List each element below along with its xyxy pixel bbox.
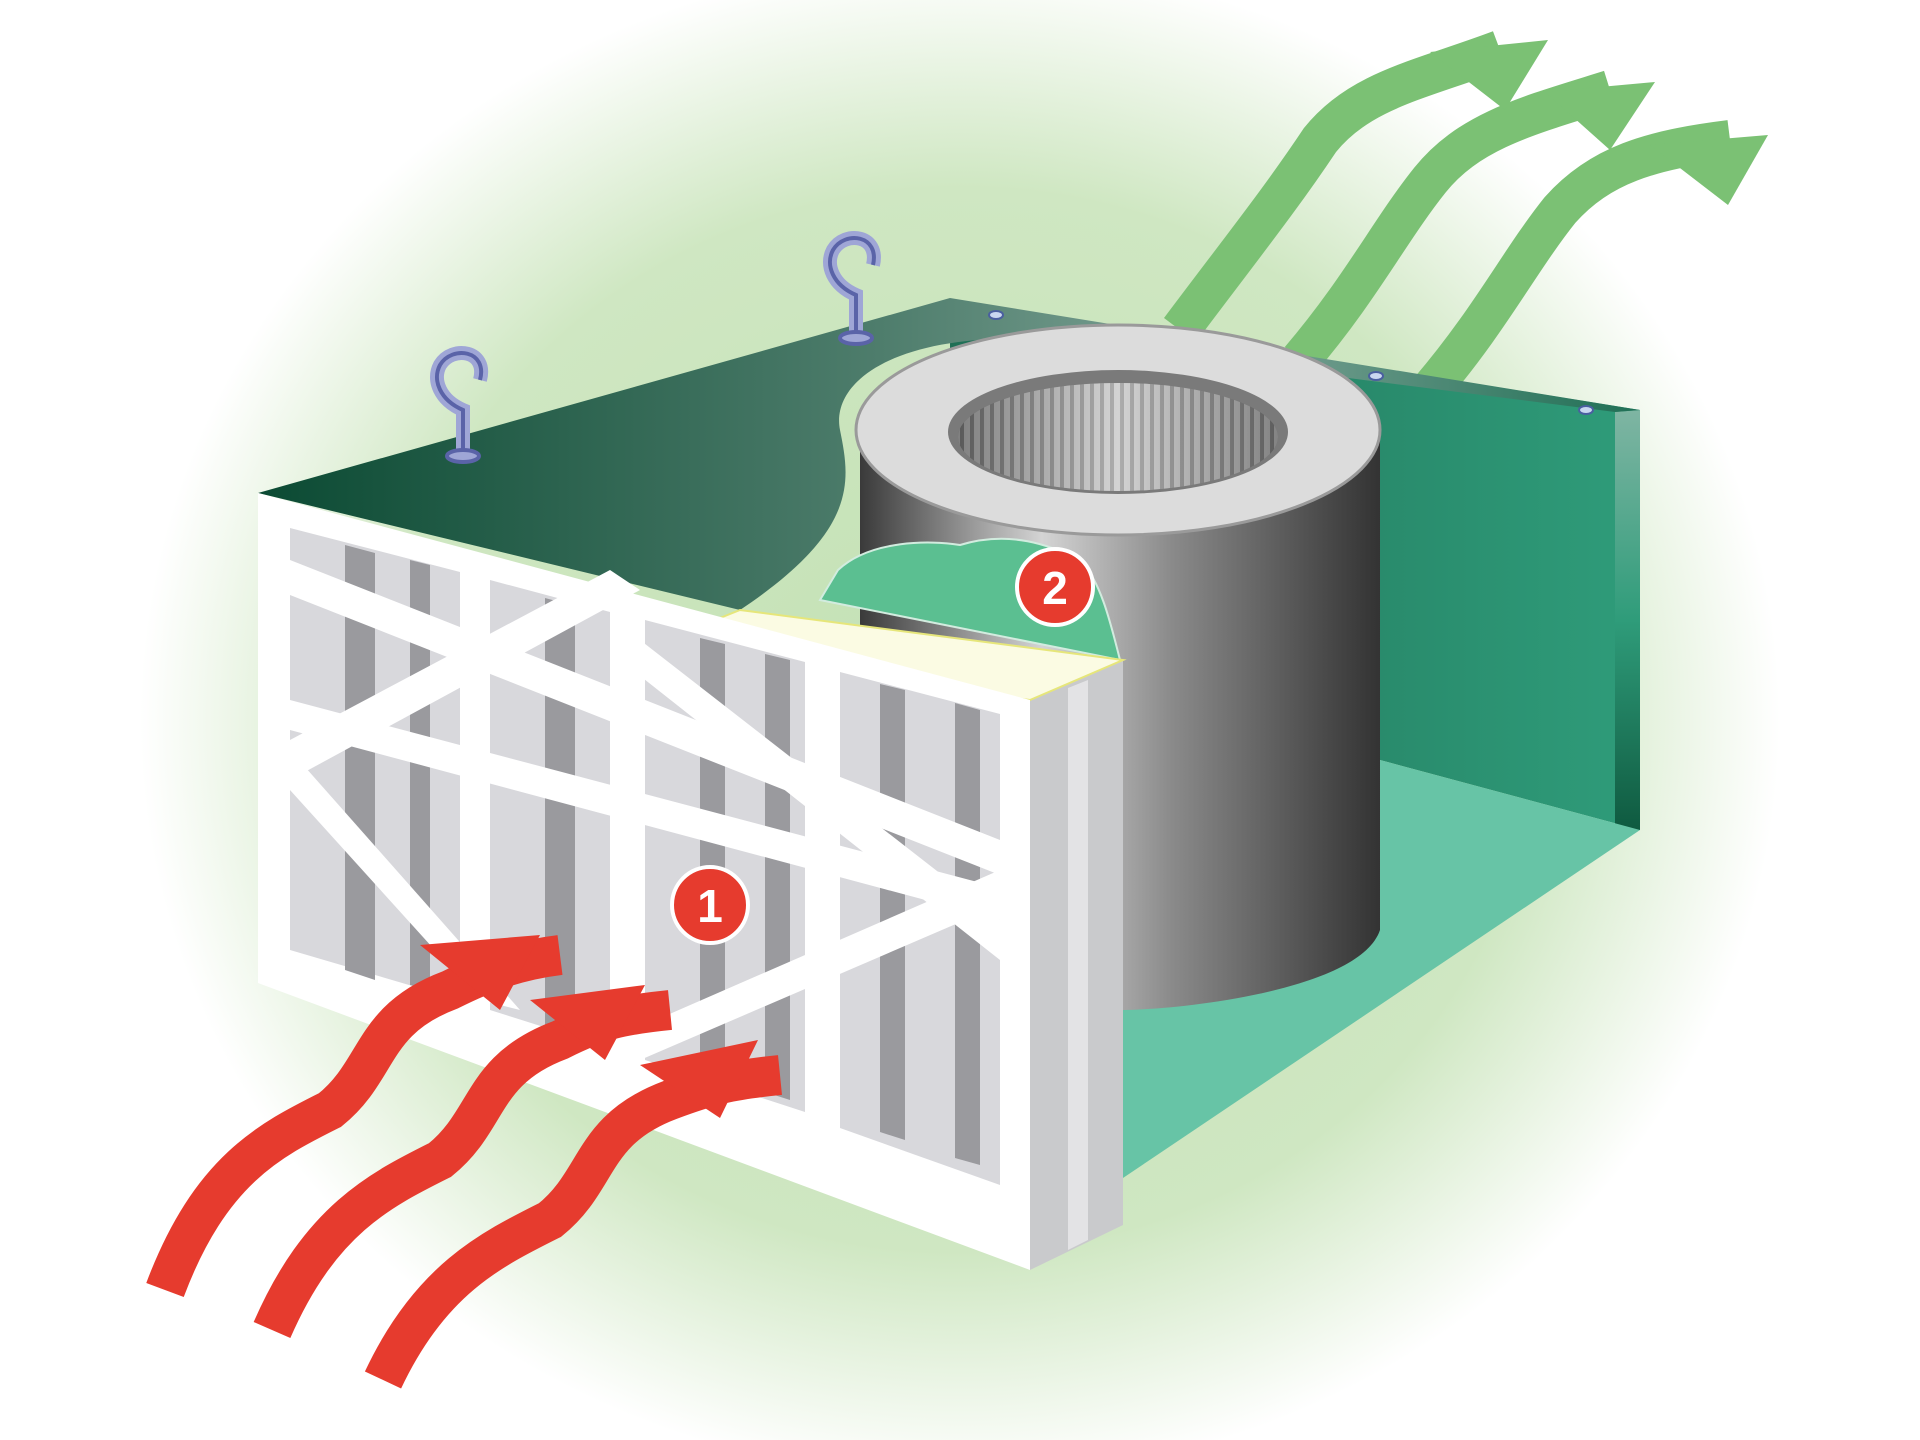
marker-1-label: 1 xyxy=(697,880,723,932)
rivet xyxy=(1368,371,1384,381)
exhaust-arrowhead xyxy=(1650,135,1768,205)
hook-icon xyxy=(430,346,489,464)
housing-right-edge xyxy=(1615,410,1640,830)
marker-2: 2 xyxy=(1015,547,1095,627)
hook-icon xyxy=(823,231,881,346)
intake-arrowheads xyxy=(420,935,758,1118)
rivets xyxy=(988,310,1594,415)
filter-side-strip xyxy=(1068,680,1088,1250)
intake-arrowhead xyxy=(530,985,645,1060)
exhaust-arrow xyxy=(1284,70,1616,374)
rivet xyxy=(988,310,1004,320)
intake-arrowhead xyxy=(420,935,540,1010)
exhaust-arrowheads xyxy=(1430,40,1768,205)
marker-1: 1 xyxy=(670,865,750,945)
filter-panel xyxy=(258,493,1030,1270)
exhaust-arrowhead xyxy=(1430,40,1548,110)
rivet xyxy=(1578,405,1594,415)
exhaust-arrow xyxy=(1164,31,1508,343)
marker-2-label: 2 xyxy=(1042,562,1068,614)
intake-arrowhead xyxy=(640,1040,758,1118)
housing-top-panel xyxy=(258,298,1640,610)
exhaust-arrowhead xyxy=(1545,82,1655,150)
